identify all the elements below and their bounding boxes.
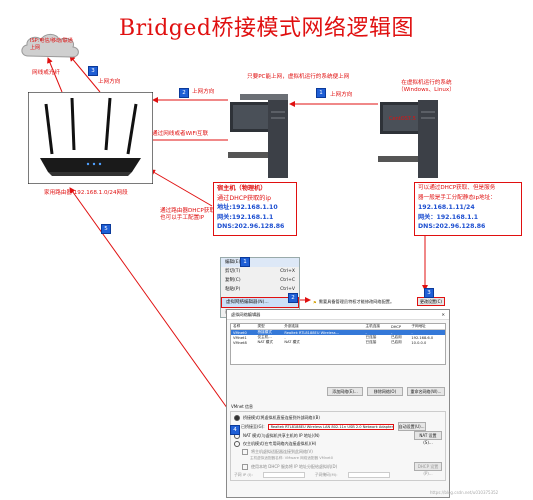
wire-to-isp-label: 网线或光纤 xyxy=(32,70,60,76)
adapter-name-text: 主机虚拟适配器名称: VMware 网络适配器 VMnet0 xyxy=(250,456,334,460)
host-only-radio[interactable]: 仅主机模式(在专用网络内连接虚拟机)(H) xyxy=(234,440,442,448)
diagram-title: Bridged桥接模式网络逻辑图 xyxy=(119,16,414,41)
vm-info-box: 可以通过DHCP获取、但是服务 器一般是手工分配静态ip地址： 192.168.… xyxy=(414,182,522,236)
dhcp-row: 使用本地 DHCP 服务将 IP 地址分配给虚拟机(D) DHCP 设置(P).… xyxy=(242,462,442,476)
edit-menu-header[interactable]: 编辑(E) xyxy=(221,258,299,267)
menu-item-paste[interactable]: 粘贴(P)Ctrl+V xyxy=(225,287,295,292)
nat-row: NAT 模式(与虚拟机共享主机的 IP 地址)(N) NAT 设置(S)... xyxy=(234,431,442,445)
step-4-badge: 4 xyxy=(230,425,240,435)
checkbox-icon xyxy=(242,463,248,470)
dhcp-arrow xyxy=(149,169,213,207)
vnet-editor-title: 虚拟网络编辑器 xyxy=(231,312,261,317)
add-network-button[interactable]: 添加网络(E)... xyxy=(327,387,363,396)
menu-item-copy[interactable]: 复制(C)Ctrl+C xyxy=(225,278,295,283)
step-5-badge: 5 xyxy=(101,224,111,234)
radio-dot-icon xyxy=(234,415,240,421)
adapter-select[interactable]: Realtek RTL8188EU Wireless LAN 802.11n U… xyxy=(267,423,394,430)
step-3b-badge: 3 xyxy=(424,288,434,298)
lan-label: 家用路由器 192.168.1.0/24网段 xyxy=(44,190,128,196)
step-2b-badge: 2 xyxy=(288,293,298,303)
vnet-editor-window: 虚拟网络编辑器 ✕ 名称 类型 外部连接 主机连接 DHCP 子网地址 VMne… xyxy=(226,309,450,498)
vm-box-line3: 192.168.1.11/24 xyxy=(418,204,475,211)
cloud-text: ISP:电信/移动/联通 上网 xyxy=(30,38,73,51)
menu-item-vnet-editor[interactable]: 虚拟网络编辑器(N)... xyxy=(221,297,299,308)
subnet-row: 子网 IP (I): 子网掩码(M): xyxy=(234,471,442,478)
nat-radio[interactable]: NAT 模式(与虚拟机共享主机的 IP 地址)(N) xyxy=(234,432,320,440)
vm-box-line2: 器一般是手工分配静态ip地址： xyxy=(418,194,496,201)
table-row[interactable]: VMnet1 仅主机... - 已连接 已启用 192.168.6.0 xyxy=(233,335,434,340)
vm-box-line4: 网关：192.168.1.1 xyxy=(418,213,479,221)
vnet-table-wrap: 名称 类型 外部连接 主机连接 DHCP 子网地址 VMnet0 桥接模式 Re… xyxy=(230,323,446,365)
rename-network-button[interactable]: 重命名网络(W)... xyxy=(407,387,445,396)
watermark: https://blog.csdn.net/u010375352 xyxy=(430,490,499,495)
admin-bar: ⚑ 需要具备管理员特权才能修改网络配置。 xyxy=(313,299,395,305)
connect-adapter-checkbox[interactable]: 将主机虚拟适配器连接到此网络(V) xyxy=(242,448,442,456)
host-box-line3: 网关:192.168.1.1 xyxy=(217,213,274,221)
step-3-badge: 3 xyxy=(88,66,98,76)
radio-empty-icon xyxy=(234,441,240,447)
vnet-info-panel: 桥接模式(将虚拟机直接连接到外部网络)(B) 已桥接至(G): Realtek … xyxy=(230,411,446,481)
host-box-line2: 地址:192.168.1.10 xyxy=(217,204,278,211)
vm-screen-label: CentOS7.5 xyxy=(389,116,416,122)
vm-system-label: 在虚拟机运行的系统 （Windows、Linux） xyxy=(398,80,455,93)
bridged-to-row: 已桥接至(G): Realtek RTL8188EU Wireless LAN … xyxy=(241,422,426,431)
vm-note: 只要PC能上网，虚拟机运行的系统便上网 xyxy=(247,74,350,80)
host-computer-image xyxy=(228,94,288,178)
vm-box-line5: DNS:202.96.128.86 xyxy=(418,223,486,230)
subnet-ip-input[interactable] xyxy=(262,471,305,478)
uplink-router-label: 上网方向 xyxy=(98,79,121,85)
table-row[interactable]: VMnet8 NAT 模式 NAT 模式 已连接 已启用 10.0.0.0 xyxy=(233,340,427,345)
step-1b-badge: 1 xyxy=(240,257,250,267)
host-info-box: 宿主机（物理机） 通过DHCP获取的ip 地址:192.168.1.10 网关:… xyxy=(213,182,297,236)
wifi-link-label: 通过网线或者WiFi互联 xyxy=(152,131,209,137)
bottom-to-router-arrow xyxy=(69,187,231,413)
dhcp-checkbox[interactable]: 使用本地 DHCP 服务将 IP 地址分配给虚拟机(D) xyxy=(242,463,337,471)
vnet-info-header: VMnet 信息 xyxy=(231,404,254,409)
host-box-line1: 通过DHCP获取的ip xyxy=(217,194,272,202)
table-header: 名称 类型 外部连接 主机连接 DHCP 子网地址 xyxy=(231,324,445,330)
shield-icon: ⚑ xyxy=(313,299,317,305)
vnet-buttons-row: 添加网络(E)... 移除网络(O) 重命名网络(W)... xyxy=(227,387,445,396)
vnet-table: 名称 类型 外部连接 主机连接 DHCP 子网地址 VMnet0 桥接模式 Re… xyxy=(231,324,445,345)
table-row[interactable]: VMnet0 桥接模式 Realtek RTL8188EU Wireless..… xyxy=(231,329,445,335)
uplink-host-label: 上网方向 xyxy=(192,89,215,95)
uplink-vm-label: 上网方向 xyxy=(330,92,353,98)
isp-cloud xyxy=(21,33,79,58)
change-settings-button[interactable]: 更改设置(C) xyxy=(417,297,445,306)
step-1-badge: 1 xyxy=(316,88,326,98)
host-box-line4: DNS:202.96.128.86 xyxy=(217,223,285,230)
menu-item-cut[interactable]: 剪切(T)Ctrl+X xyxy=(225,269,295,274)
dhcp-note: 通过路由器DHCP获取 也可以手工配置IP xyxy=(160,208,215,221)
bridged-radio[interactable]: 桥接模式(将虚拟机直接连接到外部网络)(B) xyxy=(234,414,442,422)
step-2-badge: 2 xyxy=(179,88,189,98)
dhcp-settings-button[interactable]: DHCP 设置(P)... xyxy=(414,462,442,476)
vm-box-line1: 可以通过DHCP获取、但是服务 xyxy=(418,185,496,191)
checkbox-icon xyxy=(242,449,248,455)
wire-to-isp-line xyxy=(47,57,63,93)
uplink-router-line xyxy=(69,55,101,93)
vnet-editor-titlebar: 虚拟网络编辑器 ✕ xyxy=(227,310,449,320)
auto-settings-button[interactable]: 自动设置(U)... xyxy=(397,422,426,431)
vm-computer-image xyxy=(378,100,438,178)
subnet-mask-input[interactable] xyxy=(347,471,390,478)
host-box-title: 宿主机（物理机） xyxy=(217,185,267,192)
remove-network-button[interactable]: 移除网络(O) xyxy=(367,387,403,396)
router-image xyxy=(28,92,153,184)
nat-settings-button[interactable]: NAT 设置(S)... xyxy=(414,431,442,445)
close-icon[interactable]: ✕ xyxy=(441,312,445,317)
